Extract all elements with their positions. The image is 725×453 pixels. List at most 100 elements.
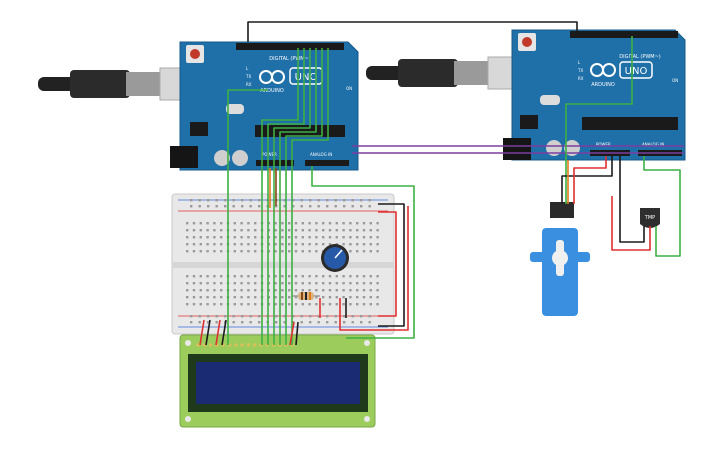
breadboard-hole <box>376 303 379 306</box>
breadboard-rail-hole <box>317 315 320 318</box>
brand-label: ARDUINO <box>260 88 284 94</box>
breadboard-hole <box>233 289 236 292</box>
breadboard-hole <box>362 282 366 285</box>
breadboard-hole <box>281 243 284 246</box>
breadboard-rail-hole <box>368 205 371 208</box>
breadboard-rail-hole <box>275 321 278 324</box>
breadboard-hole <box>199 222 202 225</box>
atmega-chip <box>582 117 678 130</box>
breadboard-hole <box>356 282 359 285</box>
breadboard-hole <box>274 236 277 239</box>
on-label: ON <box>672 78 678 83</box>
breadboard-rail-hole <box>258 315 261 318</box>
usb-cable-left[interactable] <box>38 67 195 101</box>
breadboard-hole <box>369 303 372 306</box>
breadboard-hole <box>315 243 318 246</box>
breadboard-rail-hole <box>215 321 218 324</box>
breadboard-hole <box>254 282 257 285</box>
breadboard-hole <box>356 275 359 278</box>
breadboard-hole <box>362 275 366 278</box>
breadboard-rail-hole <box>258 199 261 202</box>
breadboard-hole <box>369 243 372 246</box>
breadboard-hole <box>288 236 291 239</box>
breadboard-hole <box>240 229 243 232</box>
breadboard-rail-hole <box>368 315 371 318</box>
breadboard-rail-hole <box>300 321 303 324</box>
breadboard-hole <box>254 250 257 253</box>
breadboard-hole <box>247 303 250 306</box>
temperature-sensor[interactable]: TMP <box>640 208 660 228</box>
breadboard-hole <box>274 275 277 278</box>
breadboard-hole <box>301 303 304 306</box>
breadboard-rail-hole <box>300 205 303 208</box>
breadboard-hole <box>220 243 223 246</box>
servo-motor[interactable] <box>530 202 590 316</box>
breadboard-hole <box>301 243 304 246</box>
reset-button[interactable] <box>190 49 200 59</box>
breadboard-rail-hole <box>351 205 354 208</box>
breadboard-hole <box>247 222 250 225</box>
breadboard-rail-hole <box>326 205 329 208</box>
breadboard-rail-hole <box>309 205 312 208</box>
arduino-uno-left[interactable]: DIGITAL (PWM~) UNO ARDUINO TX RX L ON PO… <box>170 41 359 171</box>
breadboard-hole <box>301 236 304 239</box>
breadboard-hole <box>192 275 196 278</box>
breadboard-hole <box>199 289 202 292</box>
breadboard-hole <box>288 222 291 225</box>
breadboard-hole <box>342 282 345 285</box>
arduino-uno-right[interactable]: DIGITAL (PWM~) UNO ARDUINO TX RX L ON PO… <box>503 29 686 161</box>
breadboard-hole <box>308 236 311 239</box>
breadboard-rail-hole <box>300 199 303 202</box>
breadboard-hole <box>192 303 196 306</box>
breadboard-hole <box>281 303 284 306</box>
breadboard-hole <box>349 236 352 239</box>
board-model-label: UNO <box>295 72 318 83</box>
breadboard-hole <box>308 289 311 292</box>
potentiometer[interactable] <box>321 244 349 272</box>
breadboard-hole <box>206 222 209 225</box>
breadboard-hole <box>199 296 202 299</box>
breadboard-rail-hole <box>207 205 210 208</box>
breadboard-hole <box>274 250 277 253</box>
digital-header <box>570 31 678 38</box>
breadboard-hole <box>322 229 325 232</box>
breadboard-rail-hole <box>249 199 252 202</box>
breadboard-hole <box>288 296 291 299</box>
breadboard-hole <box>362 243 366 246</box>
breadboard-hole <box>281 250 284 253</box>
breadboard-hole <box>274 282 277 285</box>
breadboard-hole <box>233 236 236 239</box>
breadboard-hole <box>342 303 345 306</box>
breadboard-hole <box>206 243 209 246</box>
breadboard-hole <box>308 303 311 306</box>
breadboard-rail-hole <box>326 321 329 324</box>
breadboard-hole <box>294 243 298 246</box>
breadboard-hole <box>335 222 338 225</box>
breadboard[interactable] <box>171 193 395 335</box>
breadboard-hole <box>349 229 352 232</box>
breadboard-hole <box>335 282 338 285</box>
breadboard-hole <box>192 289 196 292</box>
usb-cable-right[interactable] <box>366 56 521 90</box>
breadboard-hole <box>308 222 311 225</box>
breadboard-hole <box>308 243 311 246</box>
breadboard-hole <box>342 243 345 246</box>
breadboard-hole <box>349 243 352 246</box>
breadboard-rail-hole <box>360 199 363 202</box>
breadboard-rail-hole <box>241 315 244 318</box>
analog-label: ANALOG IN <box>310 152 332 157</box>
breadboard-hole <box>186 250 189 253</box>
l-label: L <box>246 66 249 71</box>
breadboard-hole <box>322 303 325 306</box>
reset-button[interactable] <box>522 37 532 47</box>
breadboard-hole <box>274 296 277 299</box>
breadboard-hole <box>362 229 366 232</box>
breadboard-hole <box>362 236 366 239</box>
breadboard-hole <box>206 229 209 232</box>
breadboard-rail-hole <box>292 199 295 202</box>
infinity-logo-icon <box>590 63 616 77</box>
breadboard-hole <box>247 250 250 253</box>
breadboard-rail-hole <box>283 315 286 318</box>
breadboard-hole <box>322 275 325 278</box>
breadboard-hole <box>186 229 189 232</box>
